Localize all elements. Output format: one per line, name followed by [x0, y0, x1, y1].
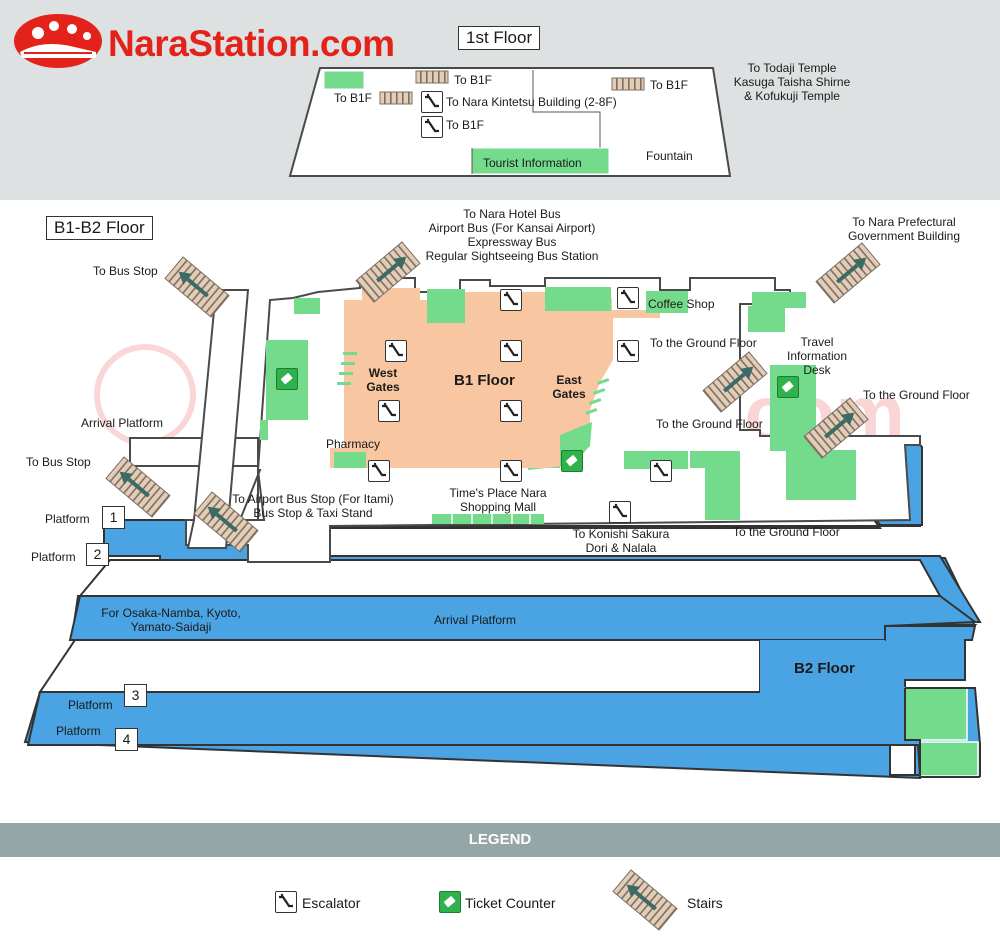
b2-floor-label: B2 Floor [794, 660, 855, 677]
escalator-icon [617, 340, 639, 362]
b1-green-ground-shape [690, 451, 740, 520]
label-ground-floor-1: To the Ground Floor [650, 336, 757, 350]
platform-3-4-divider [58, 712, 885, 716]
escalator-icon [368, 460, 390, 482]
platform-1-number: 1 [102, 506, 125, 529]
b2-white-strip [77, 559, 942, 597]
b1-floor-area [330, 288, 660, 468]
b2-white-strip-lower [38, 639, 761, 693]
label-to-b1f-right: To B1F [650, 78, 689, 92]
ticket-icon [561, 450, 583, 472]
stairs-prefectural [814, 240, 882, 306]
escalator-icon [500, 289, 522, 311]
coffee-shop-block [646, 291, 688, 313]
arrival-platform-band [68, 595, 978, 641]
label-airport-bus-itami: To Airport Bus Stop (For Itami)Bus Stop … [232, 492, 394, 520]
label-ground-floor-2: To the Ground Floor [863, 388, 970, 402]
escalator-icon [650, 460, 672, 482]
first-floor-title: 1st Floor [458, 26, 541, 50]
b1-green-pharmacy [334, 452, 366, 468]
label-fountain: Fountain [646, 149, 693, 163]
platform-4-label: Platform [56, 724, 101, 738]
label-kintetsu: To Nara Kintetsu Building (2-8F) [446, 95, 617, 109]
label-arrival-platform-left: Arrival Platform [81, 416, 164, 430]
escalator-icon [378, 400, 400, 422]
legend-title: LEGEND [0, 823, 1000, 857]
b1-floor-label: B1 Floor [454, 372, 515, 389]
label-coffee-shop: Coffee Shop [648, 297, 715, 311]
platform-2-label: Platform [31, 550, 76, 564]
label-pharmacy: Pharmacy [326, 437, 381, 451]
escalator-icon [617, 287, 639, 309]
label-to-bus-stop-left: To Bus Stop [26, 455, 91, 469]
label-tourist-information: Tourist Information [483, 156, 582, 170]
legend-stairs-symbol [611, 867, 679, 933]
escalator-icon [275, 891, 297, 913]
ticket-icon [439, 891, 461, 913]
b1-green-right-col [776, 292, 806, 308]
b1-green-right-low [786, 450, 856, 500]
shopping-mall-strip [432, 514, 544, 524]
platform-3-number: 3 [124, 684, 147, 707]
logo-badge[interactable] [12, 12, 104, 70]
b1-green-left-lower [260, 420, 268, 440]
b1-green-top-left [294, 298, 320, 314]
b2-facility-lower [919, 741, 979, 777]
label-osaka-kyoto: For Osaka-Namba, Kyoto,Yamato-Saidaji [101, 606, 241, 634]
label-ground-floor-4: To the Ground Floor [733, 525, 840, 539]
b1-green-right-top2 [752, 292, 782, 308]
legend-ticket-label: Ticket Counter [465, 895, 556, 911]
b1-green-right-top [748, 306, 785, 332]
label-to-b1f-left: To B1F [334, 91, 373, 105]
ticket-icon [276, 368, 298, 390]
escalator-icon [500, 460, 522, 482]
platform-4-number: 4 [115, 728, 138, 751]
escalator-icon [385, 340, 407, 362]
escalator-icon [421, 116, 443, 138]
left-bus-corridor [186, 289, 250, 549]
escalator-icon [500, 340, 522, 362]
ticket-icon [777, 376, 799, 398]
platform-1-label: Platform [45, 512, 90, 526]
b2-white-strip-platform34 [45, 640, 903, 695]
tourist-information-area [470, 147, 610, 175]
escalator-icon [500, 400, 522, 422]
label-arrival-platform-main: Arrival Platform [434, 613, 517, 627]
brand-name[interactable]: NaraStation.com [108, 23, 395, 64]
label-ground-floor-3: To the Ground Floor [656, 417, 763, 431]
legend-escalator-label: Escalator [302, 895, 361, 911]
b2-facility-upper [904, 687, 968, 741]
escalator-icon [421, 91, 443, 113]
b1-green-top-mid [427, 289, 465, 323]
label-to-b1f-top: To B1F [454, 73, 493, 87]
escalator-icon [609, 501, 631, 523]
first-floor-facility-topleft [323, 70, 365, 90]
b1-green-top-right [545, 287, 611, 311]
label-to-b1f-lower: To B1F [446, 118, 485, 132]
label-to-bus-stop-top: To Bus Stop [93, 264, 158, 278]
legend-stairs-label: Stairs [687, 895, 723, 911]
basement-title: B1-B2 Floor [46, 216, 153, 240]
platform-2-number: 2 [86, 543, 109, 566]
platform-3-label: Platform [68, 698, 113, 712]
